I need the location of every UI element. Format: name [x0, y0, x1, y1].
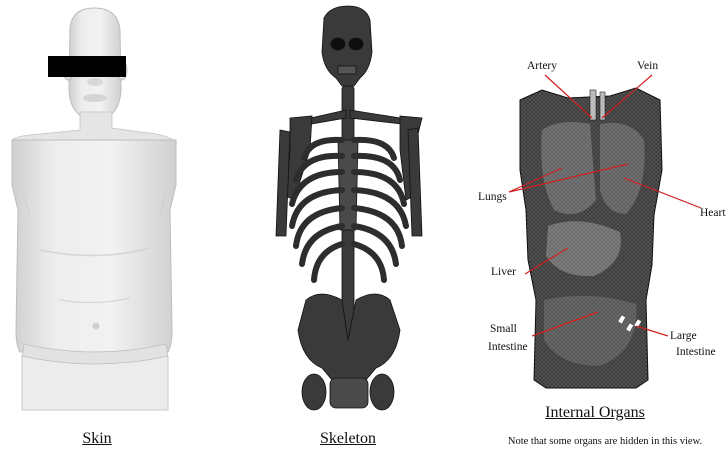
small-intestine-label-line2: Intestine — [488, 341, 528, 354]
vein-label: Vein — [637, 60, 658, 73]
liver-label: Liver — [491, 266, 516, 279]
hidden-organs-note: Note that some organs are hidden in this… — [486, 436, 724, 447]
skeleton-caption: Skeleton — [300, 430, 396, 448]
small-intestine-label-line1: Small — [490, 323, 517, 336]
skin-caption: Skin — [62, 430, 132, 448]
heart-label: Heart — [700, 207, 726, 220]
censor-bar — [48, 56, 126, 77]
artery-label: Artery — [527, 60, 557, 73]
skeleton-model-image — [250, 0, 450, 420]
large-intestine-label-line2: Intestine — [676, 346, 716, 359]
internal-organs-caption: Internal Organs — [530, 404, 660, 422]
skin-model-image — [0, 0, 240, 420]
large-intestine-label-line1: Large — [670, 330, 697, 343]
lungs-label: Lungs — [478, 191, 507, 204]
